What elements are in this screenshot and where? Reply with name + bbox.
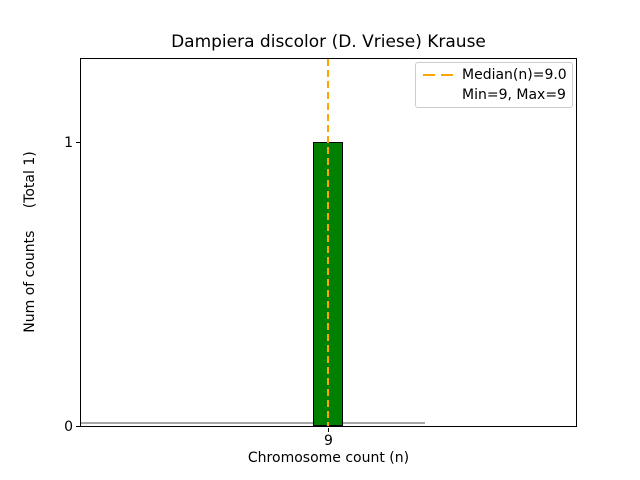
x-tick-label-9: 9: [324, 433, 333, 449]
legend-label-median: Median(n)=9.0: [462, 67, 567, 83]
y-tick-mark-1: [76, 142, 80, 143]
legend-entry-minmax: Min=9, Max=9: [423, 85, 566, 105]
legend-dash-sample-icon: [423, 74, 453, 76]
baseline-artifact-line: [81, 422, 425, 424]
x-tick-mark-9: [328, 428, 329, 432]
y-axis-label: Num of counts (Total 1): [22, 151, 38, 333]
plot-area: [80, 58, 577, 427]
legend-entry-median: Median(n)=9.0: [423, 65, 567, 85]
y-tick-mark-0: [76, 426, 80, 427]
chart-title: Dampiera discolor (D. Vriese) Krause: [171, 32, 486, 52]
legend: Median(n)=9.0 Min=9, Max=9: [415, 62, 573, 108]
y-tick-label-0: 0: [64, 419, 73, 435]
legend-label-minmax: Min=9, Max=9: [462, 87, 566, 103]
x-axis-label: Chromosome count (n): [247, 450, 410, 466]
median-line: [327, 59, 329, 426]
y-tick-label-1: 1: [64, 135, 73, 151]
legend-empty-handle: [423, 94, 453, 96]
